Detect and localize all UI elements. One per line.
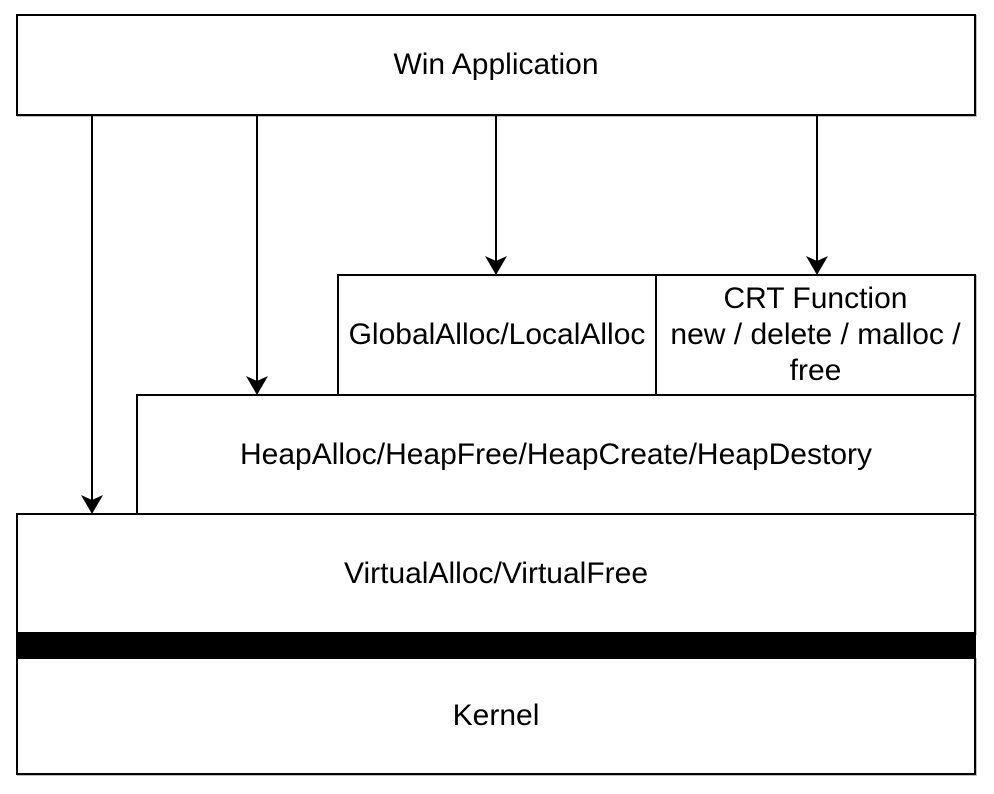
globalalloc-localalloc-label: GlobalAlloc/LocalAlloc xyxy=(348,318,646,351)
box-heap-functions: HeapAlloc/HeapFree/HeapCreate/HeapDestor… xyxy=(136,394,976,515)
box-virtual-functions: VirtualAlloc/VirtualFree xyxy=(16,513,976,634)
kernel-boundary-bar xyxy=(16,632,976,659)
box-globalalloc-localalloc: GlobalAlloc/LocalAlloc xyxy=(337,274,657,396)
arrow-win-to-crt xyxy=(806,116,828,275)
arrow-win-to-globalalloc xyxy=(485,116,507,275)
arrow-win-to-heapalloc xyxy=(246,116,268,395)
arrow-win-to-virtualalloc xyxy=(81,116,103,514)
kernel-label: Kernel xyxy=(452,699,540,732)
heap-functions-label: HeapAlloc/HeapFree/HeapCreate/HeapDestor… xyxy=(240,437,872,471)
crt-function-title: CRT Function xyxy=(723,282,908,315)
virtual-functions-label: VirtualAlloc/VirtualFree xyxy=(343,556,649,590)
box-crt-function: CRT Function new / delete / malloc / fre… xyxy=(655,274,976,396)
box-win-application: Win Application xyxy=(16,14,976,116)
crt-function-list: new / delete / malloc / free xyxy=(670,318,961,387)
box-kernel: Kernel xyxy=(16,657,976,775)
win-application-label: Win Application xyxy=(393,48,599,81)
